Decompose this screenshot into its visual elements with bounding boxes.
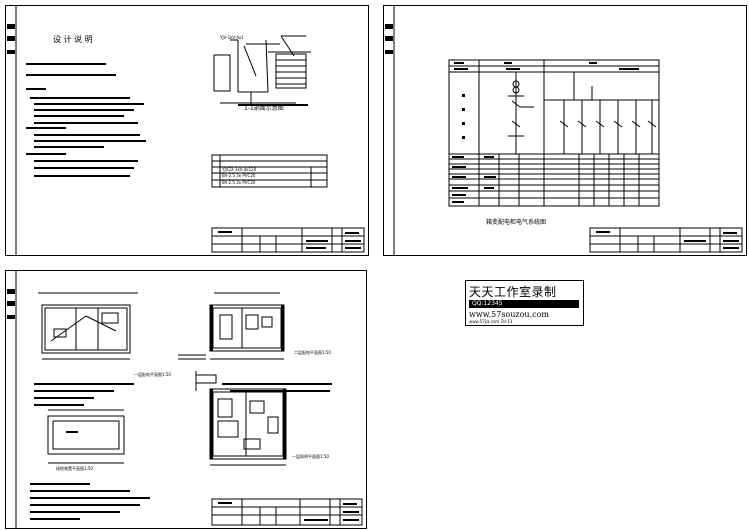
plan3-caption: 一层照明平面图1:50 bbox=[292, 454, 329, 459]
system-diagram-title: 箱变配电柜电气系统图 bbox=[486, 219, 547, 226]
cable-table-row-2: BV-2.5 3x PVC20 bbox=[222, 173, 256, 178]
sheet-design-notes: 设 计 说 明 YJV-1kV-4x1 1-1剖面示意图 YJV22-1kV-4… bbox=[5, 5, 369, 256]
plan1-caption: 一层配电平面图1:50 bbox=[134, 372, 171, 377]
section-title: 1-1剖面示意图 bbox=[244, 105, 284, 112]
cable-table-row-3: BV-2.5 2x PVC20 bbox=[222, 180, 256, 185]
cable-label: YJV-1kV-4x1 bbox=[220, 35, 244, 40]
cable-table-row-1: YJV22-1kV-4x120 bbox=[222, 167, 257, 172]
watermark-website: www.57souzou.com bbox=[469, 310, 549, 319]
watermark-title: 天天工作室录制 bbox=[469, 285, 557, 299]
plan2-caption: 二层配电平面图1:50 bbox=[294, 350, 331, 355]
watermark-stamp: 天天工作室录制 QQ:12345 www.57souzou.com www.57… bbox=[465, 280, 584, 326]
floor-plans-drawing bbox=[7, 271, 363, 528]
design-notes-drawing bbox=[7, 6, 365, 255]
grounding-caption: 接地装置平面图1:50 bbox=[56, 466, 93, 471]
design-notes-heading: 设 计 说 明 bbox=[53, 35, 93, 44]
system-diagram-drawing bbox=[385, 6, 743, 255]
sheet-system-diagram: 箱变配电柜电气系统图 bbox=[383, 5, 747, 256]
sheet-floor-plans: 一层配电平面图1:50 二层配电平面图1:50 接地装置平面图1:50 一层照明… bbox=[5, 270, 367, 529]
watermark-qq: QQ:12345 bbox=[469, 300, 579, 308]
watermark-contact: www.57jia.com Tel:13 bbox=[469, 319, 513, 324]
